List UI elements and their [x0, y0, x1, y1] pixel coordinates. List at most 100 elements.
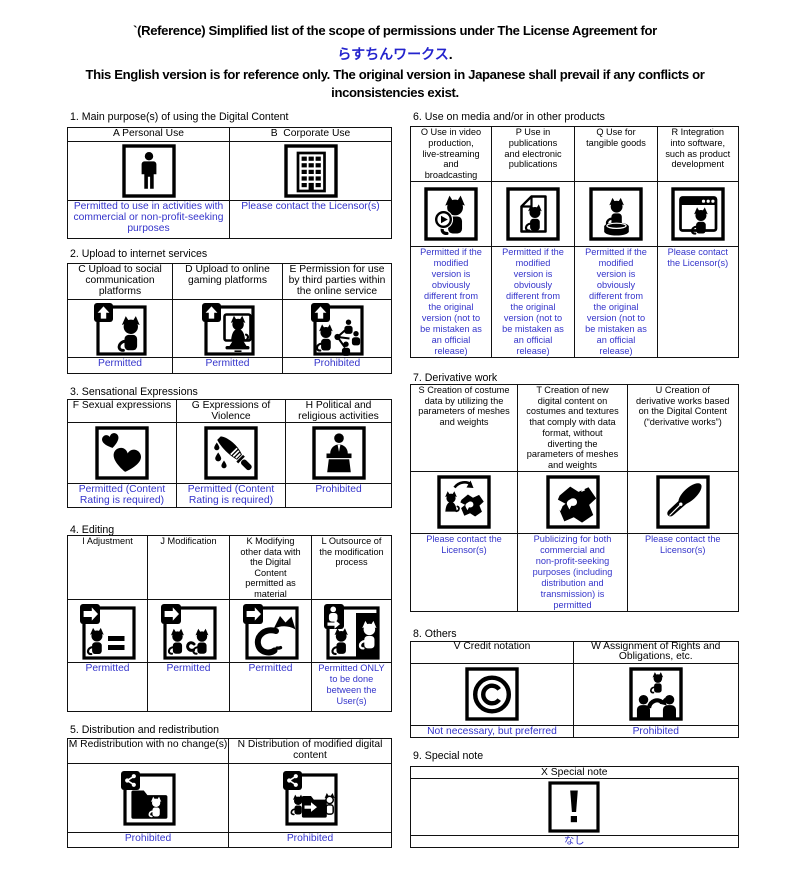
cell-u-status: Please contact the Licensor(s)	[627, 532, 739, 612]
cell-x-header: X Special note	[410, 765, 739, 780]
cell-x-icon-cell	[410, 778, 739, 837]
publication-icon	[506, 187, 560, 241]
title-line-4: inconsistencies exist.	[331, 84, 459, 100]
podium-icon	[311, 426, 366, 480]
cell-v-status: Not necessary, but preferred	[410, 724, 574, 738]
cell-i-icon-cell	[67, 599, 148, 664]
assignment-icon	[629, 667, 683, 722]
cell-a-status: Permitted to use in activities with comm…	[67, 200, 230, 239]
cell-r-status: Please contact the Licensor(s)	[657, 245, 739, 358]
cell-k-status: Permitted	[229, 662, 312, 713]
section-8-table: V Credit notation W Assignment of Rights…	[410, 641, 739, 738]
section-8-label: 8. Others	[413, 628, 457, 640]
cell-e-status: Prohibited	[282, 357, 392, 374]
cell-s-icon-cell	[410, 470, 518, 534]
cell-f-header: F Sexual expressions	[67, 398, 177, 424]
brand-name: らすちんワークス	[337, 46, 449, 62]
cell-i-header: I Adjustment	[67, 534, 148, 601]
section-7-table: S Creation of costume data by utilizing …	[410, 384, 739, 612]
redistribution-icon	[120, 770, 176, 826]
title-line-1: `(Reference) Simplified list of the scop…	[133, 23, 657, 38]
cell-p-status: Permitted if the modified version is obv…	[491, 245, 575, 358]
cell-l-icon-cell	[311, 599, 392, 664]
cell-o-icon-cell	[410, 181, 492, 247]
cell-b-icon-cell	[229, 141, 392, 201]
costume-data-icon	[437, 475, 491, 529]
cell-c-header: C Upload to social communication platfor…	[67, 263, 173, 300]
cell-a-icon-cell	[67, 141, 230, 201]
brand-period: .	[448, 46, 453, 62]
modification-icon	[160, 603, 217, 660]
software-icon	[671, 187, 725, 241]
cell-c-icon-cell	[67, 299, 173, 358]
cell-e-header: E Permission for use by third parties wi…	[282, 263, 392, 300]
cell-q-icon-cell	[574, 181, 658, 247]
cell-p-header: P Use in publications and electronic pub…	[491, 126, 575, 182]
upload-gaming-icon	[201, 302, 255, 356]
outsource-icon	[323, 603, 380, 660]
adjustment-icon	[79, 603, 136, 660]
knife-icon	[204, 426, 258, 480]
cell-k-icon-cell	[229, 599, 312, 664]
cell-d-icon-cell	[172, 299, 283, 358]
cell-t-header: T Creation of new digital content on cos…	[517, 384, 628, 472]
cell-r-header: R Integration into software, such as pro…	[657, 126, 739, 182]
modified-distribution-icon	[282, 770, 338, 826]
cell-v-icon-cell	[410, 662, 574, 726]
section-2-label: 2. Upload to internet services	[70, 248, 208, 260]
cell-j-header: J Modification	[147, 534, 230, 601]
cell-u-header: U Creation of derivative works based on …	[627, 384, 739, 472]
section-1-table: A Personal Use B Corporate Use Permitted…	[67, 127, 392, 239]
cell-n-header: N Distribution of modified digital conte…	[228, 738, 392, 764]
cell-g-header: G Expressions of Violence	[176, 398, 286, 424]
cell-d-header: D Upload to online gaming platforms	[172, 263, 283, 300]
title-line-3: This English version is for reference on…	[85, 67, 705, 82]
section-4-label: 4. Editing	[70, 524, 115, 536]
upload-social-icon	[93, 302, 147, 356]
section-5-label: 5. Distribution and redistribution	[70, 724, 219, 736]
cell-l-header: L Outsource of the modification process	[311, 534, 392, 601]
cell-d-status: Permitted	[172, 357, 283, 374]
cell-v-header: V Credit notation	[410, 641, 574, 664]
cell-m-status: Prohibited	[67, 832, 229, 848]
copyright-icon	[465, 667, 519, 722]
section-9-label: 9. Special note	[413, 750, 484, 762]
third-party-use-icon	[310, 302, 364, 356]
cell-n-icon-cell	[228, 763, 392, 833]
cell-r-icon-cell	[657, 181, 739, 247]
cell-f-status: Permitted (Content Rating is required)	[67, 483, 177, 509]
cell-x-status: なし	[410, 835, 739, 849]
section-1-label: 1. Main purpose(s) of using the Digital …	[70, 111, 289, 123]
cell-t-status: Publicizing for both commercial and non-…	[517, 532, 628, 612]
cell-a-header: A Personal Use	[67, 127, 230, 142]
cell-o-header: O Use in video production, live-streamin…	[410, 126, 492, 182]
video-production-icon	[424, 187, 478, 241]
cell-b-status: Please contact the Licensor(s)	[229, 200, 392, 239]
section-9-table: X Special note なし	[410, 765, 739, 849]
cell-p-icon-cell	[491, 181, 575, 247]
section-6-label: 6. Use on media and/or in other products	[413, 111, 605, 123]
document-title: `(Reference) Simplified list of the scop…	[0, 20, 790, 101]
material-use-icon	[242, 603, 299, 660]
cell-j-icon-cell	[147, 599, 230, 664]
cell-k-header: K Modifying other data with the Digital …	[229, 534, 312, 601]
cell-q-status: Permitted if the modified version is obv…	[574, 245, 658, 358]
cell-u-icon-cell	[627, 470, 739, 534]
cell-w-header: W Assignment of Rights and Obligations, …	[573, 641, 739, 664]
cell-m-icon-cell	[67, 763, 229, 833]
cell-i-status: Permitted	[67, 662, 148, 713]
cell-m-header: M Redistribution with no change(s)	[67, 738, 229, 764]
building-icon	[283, 144, 338, 198]
cell-h-icon-cell	[285, 422, 392, 485]
section-6-table: O Use in video production, live-streamin…	[410, 126, 739, 358]
pen-nib-icon	[656, 475, 710, 529]
cell-q-header: Q Use for tangible goods	[574, 126, 658, 182]
cell-c-status: Permitted	[67, 357, 173, 374]
exclamation-icon	[548, 781, 600, 833]
person-icon	[121, 144, 176, 198]
hearts-icon	[95, 426, 149, 480]
section-3-table: F Sexual expressions G Expressions of Vi…	[67, 398, 392, 509]
cell-h-header: H Political and religious activities	[285, 398, 392, 424]
title-line-2: らすちんワークス.	[0, 42, 790, 66]
cell-g-status: Permitted (Content Rating is required)	[176, 483, 286, 509]
